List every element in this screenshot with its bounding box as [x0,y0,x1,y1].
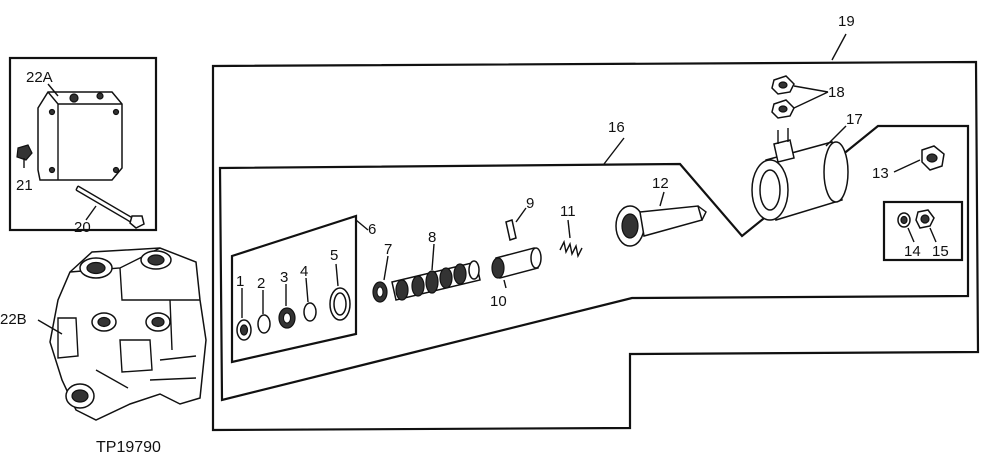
part-10-sleeve: 10 [490,247,542,310]
inset-frame [8,56,158,232]
parts-14-15-frame [882,200,964,262]
part-8-spool: 8 [391,229,481,301]
part-2 [257,314,271,334]
callout-19: 19 [838,13,855,30]
callout-13: 13 [872,165,889,182]
part-9-pin: 9 [505,195,534,241]
callout-9: 9 [526,195,534,212]
part-17-cylinder: 17 [751,111,863,221]
callout-8: 8 [428,229,436,246]
callout-20: 20 [74,219,91,236]
callout-21: 21 [16,177,33,194]
callout-5: 5 [330,247,338,264]
part-4 [303,302,317,322]
callout-6: 6 [368,221,376,238]
callout-2: 2 [257,275,265,292]
valve-body [49,247,207,421]
callout-3: 3 [280,269,288,286]
callout-10: 10 [490,293,507,310]
parts-14-15: 14 15 [882,200,964,262]
part-11-spring: 11 [559,203,583,259]
seal-kit-6: 6 1 2 3 4 5 [230,214,376,364]
bolt-20 [75,185,137,225]
callout-16: 16 [608,119,625,136]
callout-14: 14 [904,243,921,260]
callout-12: 12 [652,175,669,192]
callout-18: 18 [828,84,845,101]
valve-housing: 22B [0,247,207,421]
callout-11: 11 [560,203,576,220]
nut-21 [16,144,33,161]
figure-id: TP19790 [96,439,161,456]
callout-7: 7 [384,241,392,258]
callout-22b: 22B [0,311,27,328]
sub-assembly-outline-16: 16 [218,119,970,402]
cover-plate [37,91,123,181]
part-13-nut: 13 [872,145,945,182]
assembly-outline-19: 19 [211,13,980,432]
callout-22a: 22A [26,69,53,86]
callout-17: 17 [846,111,863,128]
callout-1: 1 [236,273,244,290]
cover-plate-inset: 22A 21 20 [8,56,158,236]
part-18-nuts: 18 [771,75,845,119]
callout-15: 15 [932,243,949,260]
callout-4: 4 [300,263,308,280]
part-12-poppet: 12 [615,175,707,247]
part-7: 7 [372,241,392,303]
seal-kit-frame [230,214,358,364]
